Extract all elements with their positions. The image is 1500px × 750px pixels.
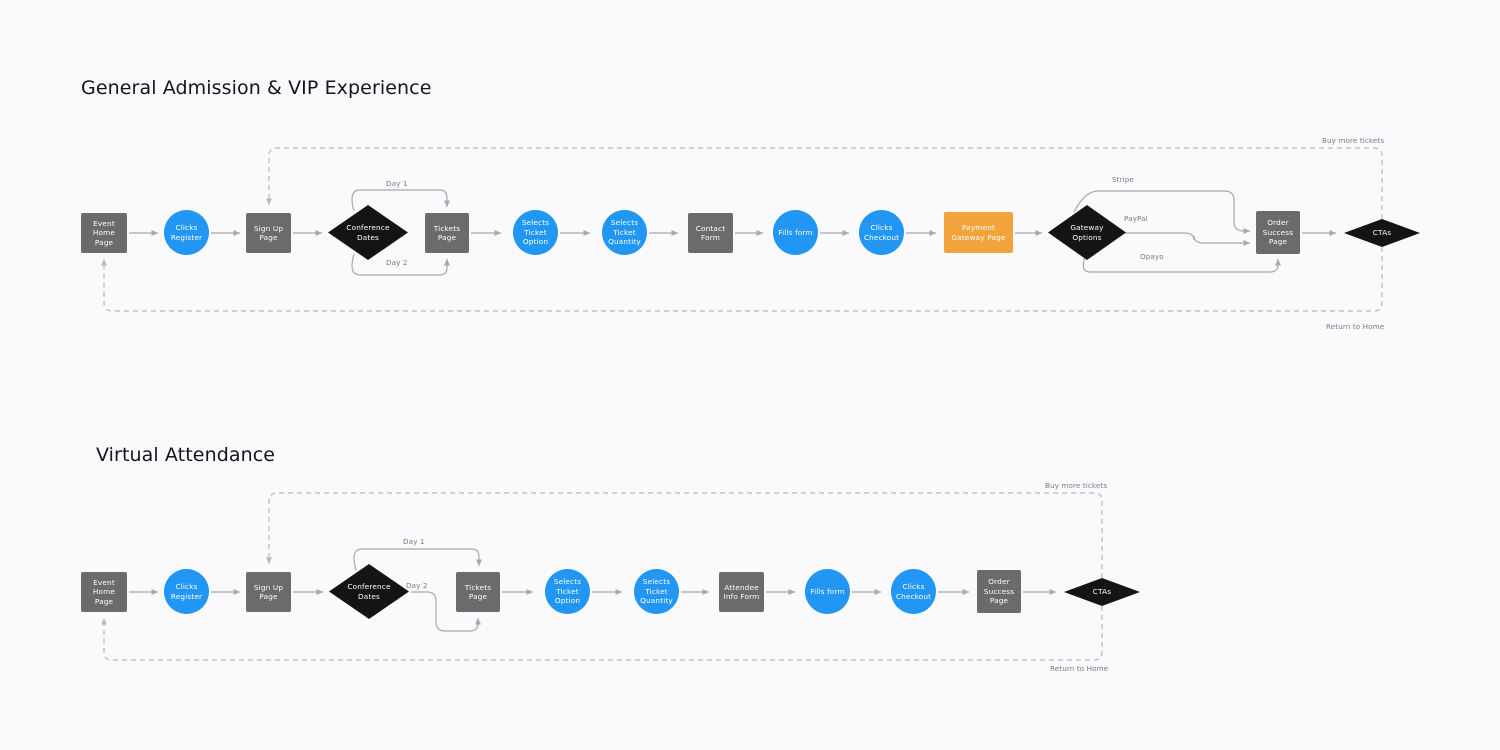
edge-label-f2-day-1: Day 1 — [403, 537, 425, 546]
flow-1-title: General Admission & VIP Experience — [81, 77, 432, 99]
edge-label-f1-stripe: Stripe — [1112, 175, 1134, 184]
edge-label-f2-buy-more: Buy more tickets — [1045, 481, 1108, 490]
connector-opayo-to-success — [1082, 256, 1282, 273]
flow-2-connectors — [129, 548, 1057, 632]
connector-stripe-to-success — [1073, 190, 1251, 235]
edge-label-f1-paypal: PayPal — [1124, 214, 1148, 223]
edge-label-f1-day-1: Day 1 — [386, 179, 408, 188]
connector-day1-dates-to-tickets — [351, 189, 451, 212]
flow-1-connectors — [129, 189, 1337, 276]
node-f1-fills-form[interactable]: Fills form — [773, 210, 818, 255]
connector-buy-more-tickets — [265, 147, 1383, 219]
edge-label-f1-return-home: Return to Home — [1326, 322, 1385, 331]
node-f2-ctas[interactable]: CTAs — [1064, 578, 1140, 606]
connector-day2-dates-to-tickets — [351, 253, 451, 276]
connector-return-to-home-2 — [100, 606, 1103, 661]
connector-day2-dates-to-tickets-2 — [411, 591, 482, 632]
node-label: CTAs — [1092, 587, 1112, 597]
edge-label-f1-buy-more: Buy more tickets — [1322, 136, 1385, 145]
connector-day1-dates-to-tickets-2 — [353, 548, 483, 571]
flow-2-title: Virtual Attendance — [96, 444, 276, 466]
edge-label-f2-return-home: Return to Home — [1050, 664, 1109, 673]
node-f2-fills-form[interactable]: Fills form — [805, 569, 850, 614]
node-f1-ctas[interactable]: CTAs — [1344, 219, 1420, 247]
flow-2-dashed-connectors — [100, 492, 1103, 661]
connector-buy-more-tickets-2 — [265, 492, 1103, 578]
flow-1-dashed-connectors — [100, 147, 1383, 312]
node-label: Fills form — [778, 227, 813, 237]
edge-label-f2-day-2: Day 2 — [406, 581, 428, 590]
node-label: CTAs — [1372, 228, 1392, 238]
connector-paypal-to-success — [1124, 232, 1251, 247]
connector-return-to-home — [100, 247, 1383, 312]
edge-label-f1-day-2: Day 2 — [386, 258, 408, 267]
edge-label-f1-opayo: Opayo — [1140, 252, 1164, 261]
node-label: Fills form — [810, 586, 845, 596]
